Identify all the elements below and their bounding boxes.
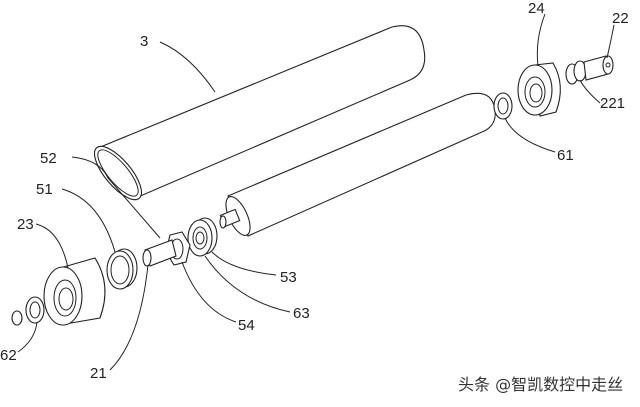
label-61: 61	[557, 147, 574, 164]
outer-tube	[94, 25, 426, 201]
roller	[219, 92, 496, 237]
label-22: 22	[612, 10, 629, 27]
housing-24	[517, 62, 561, 117]
label-3: 3	[140, 33, 148, 50]
watermark: 头条 @智凯数控中走丝	[458, 375, 624, 394]
label-21: 21	[90, 365, 107, 382]
label-62: 62	[0, 347, 17, 364]
bearing-62	[11, 296, 45, 326]
label-24: 24	[528, 0, 545, 17]
label-23: 23	[17, 216, 34, 233]
label-51: 51	[36, 181, 53, 198]
housing-23	[43, 257, 106, 326]
leader-lines	[17, 13, 615, 371]
label-221: 221	[600, 95, 625, 112]
shaft-21	[142, 239, 177, 267]
ring-51	[106, 248, 138, 290]
label-53: 53	[280, 269, 297, 286]
bearing-63	[187, 217, 218, 257]
label-52: 52	[40, 150, 57, 167]
bearing-61	[493, 92, 513, 120]
label-54: 54	[238, 317, 255, 334]
shaft-22	[565, 55, 614, 85]
label-63: 63	[293, 305, 310, 322]
